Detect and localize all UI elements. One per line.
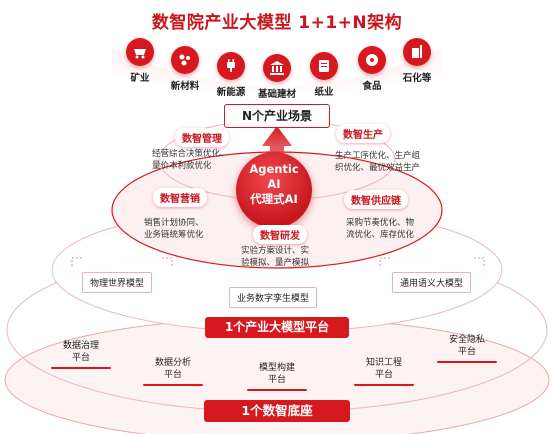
tag-management: 数智管理 xyxy=(175,128,229,147)
industry-arc xyxy=(112,48,442,115)
paper-icon xyxy=(310,52,338,80)
industry-new-energy: 新能源 xyxy=(201,52,261,98)
center-line-3: 代理式AI xyxy=(250,192,298,206)
platform-banner: 1个产业大模型平台 xyxy=(205,317,349,338)
platform-security-privacy: 安全隐私平台 xyxy=(432,334,502,363)
physical-world-model: 物理世界模型 xyxy=(82,272,153,293)
industry-label: 食品 xyxy=(362,81,382,92)
platform-model-building: 模型构建平台 xyxy=(242,362,312,391)
industry-paper: 纸业 xyxy=(294,52,354,98)
industry-label: 石化等 xyxy=(402,73,432,84)
physical-bracket xyxy=(71,257,173,266)
plug-icon xyxy=(217,52,245,80)
desc-rnd: 实验方案设计、实验模拟、量产模拟 xyxy=(241,246,310,268)
industry-food: 食品 xyxy=(342,46,402,92)
language-bracket xyxy=(379,257,485,266)
tag-marketing: 数智营销 xyxy=(153,188,207,207)
industry-label: 基础建材 xyxy=(257,89,296,100)
scene-bar: N个产业场景 xyxy=(224,104,330,128)
digital-twin-model: 业务数字孪生模型 xyxy=(229,287,318,308)
tag-production: 数智生产 xyxy=(336,124,390,143)
center-line-1: Agentic xyxy=(249,162,299,176)
platform-data-analysis: 数据分析平台 xyxy=(138,357,208,386)
desc-production: 生产工序优化、生产组织优化、最优效益生产 xyxy=(335,151,421,173)
industry-petrochemical: 石化等 xyxy=(387,38,447,84)
oil-tank-icon xyxy=(403,38,431,66)
industry-label: 矿业 xyxy=(130,73,150,84)
industry-new-materials: 新材料 xyxy=(155,46,215,92)
platform-data-governance: 数据治理平台 xyxy=(46,340,116,369)
platform-knowledge-engineering: 知识工程平台 xyxy=(349,357,419,386)
molecule-icon xyxy=(171,46,199,74)
industry-label: 纸业 xyxy=(314,87,334,98)
diagram-title: 数智院产业大模型 1+1+N架构 xyxy=(151,13,403,33)
center-line-2: AI xyxy=(267,177,281,191)
desc-marketing: 销售计划协同、业务链统筹优化 xyxy=(144,218,204,240)
donut-icon xyxy=(358,46,386,74)
industry-label: 新材料 xyxy=(170,81,200,92)
desc-management: 经营综合决策优化、量价本利款优化 xyxy=(152,149,229,171)
tag-supply-chain: 数智供应链 xyxy=(344,190,408,209)
base-banner: 1个数智底座 xyxy=(204,400,350,422)
building-icon xyxy=(263,54,291,82)
tag-rnd: 数智研发 xyxy=(253,225,307,244)
industry-mining: 矿业 xyxy=(110,38,170,84)
desc-supply-chain: 采购节奏优化、物流优化、库存优化 xyxy=(346,218,415,240)
mining-cart-icon xyxy=(126,38,154,66)
industry-label: 新能源 xyxy=(216,87,246,98)
agentic-ai-circle: Agentic AI 代理式AI xyxy=(236,152,312,228)
industry-building-materials: 基础建材 xyxy=(247,54,307,100)
general-language-model: 通用语义大模型 xyxy=(392,272,472,293)
